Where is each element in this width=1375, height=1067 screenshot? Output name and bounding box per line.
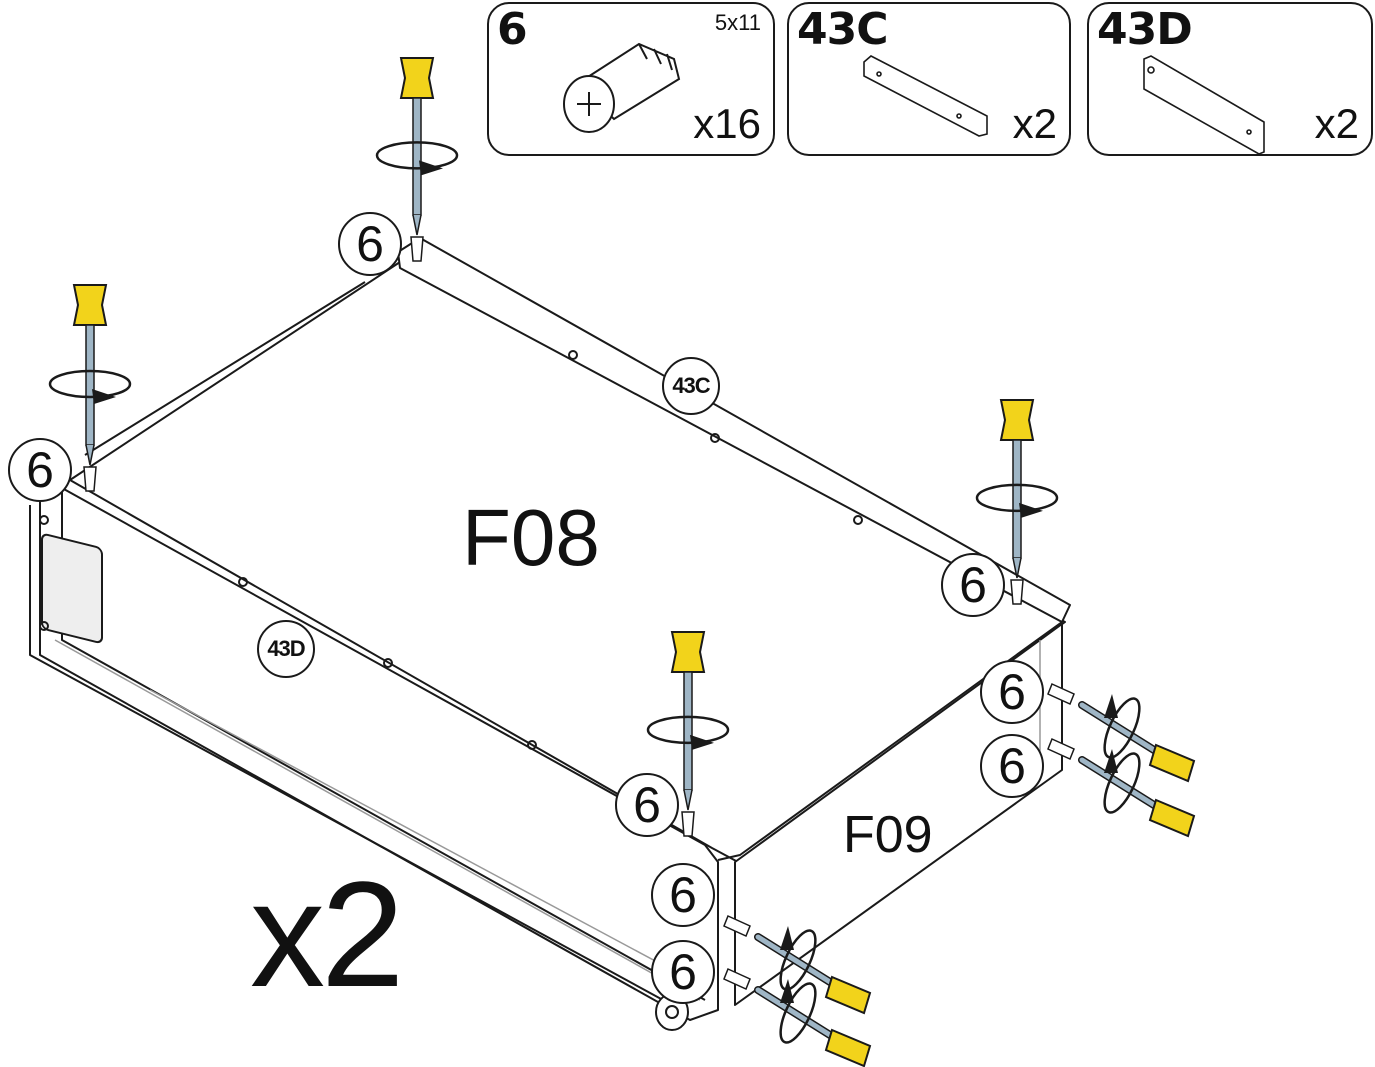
- callout-screw: 6: [941, 553, 1005, 617]
- rotation-arrow-icon: [1103, 749, 1141, 814]
- screw-icon: [563, 42, 681, 133]
- rotation-arrow-icon: [646, 715, 730, 750]
- screwdriver-icon: [670, 631, 706, 837]
- rotation-arrow-group: [48, 141, 1141, 1044]
- panel-label-f09: F09: [843, 806, 933, 864]
- part-id: 6: [497, 4, 528, 55]
- part-qty: x2: [1314, 100, 1359, 147]
- rail-43d: [39, 487, 719, 1021]
- callout-screw: 6: [651, 940, 715, 1004]
- screwdriver-icon: [1047, 682, 1196, 783]
- part-box-43c: 43C x2: [787, 2, 1071, 156]
- callout-screw: 6: [980, 734, 1044, 798]
- rotation-arrow-icon: [1103, 694, 1141, 759]
- callout-43c: 43C: [662, 357, 720, 415]
- callout-screw: 6: [338, 212, 402, 276]
- panel-label-f08: F08: [462, 493, 600, 582]
- part-size: 5x11: [714, 10, 761, 35]
- rotation-arrow-icon: [375, 141, 459, 176]
- panel-f09-outline: [734, 623, 1063, 1006]
- part-qty: x16: [693, 100, 761, 147]
- rotation-arrow-icon: [779, 926, 817, 991]
- screwdriver-icon: [999, 399, 1035, 605]
- screwdriver-icon: [1047, 737, 1196, 838]
- rail-43c-icon: [863, 55, 988, 137]
- screwdriver-icon: [399, 57, 435, 262]
- part-qty: x2: [1012, 100, 1057, 147]
- part-box-6: 6 5x11 x16: [487, 2, 775, 156]
- part-id: 43D: [1097, 4, 1193, 55]
- rotation-arrow-icon: [48, 369, 132, 404]
- callout-screw: 6: [980, 660, 1044, 724]
- callout-43d: 43D: [257, 620, 315, 678]
- callout-screw: 6: [651, 863, 715, 927]
- callout-screw: 6: [8, 438, 72, 502]
- screwdriver-icon: [723, 967, 872, 1067]
- screwdriver-group: [72, 57, 1196, 1067]
- rail-43d-icon: [1143, 55, 1265, 155]
- rotation-arrow-icon: [975, 483, 1059, 518]
- handle-block: [41, 533, 103, 644]
- part-box-43d: 43D x2: [1087, 2, 1373, 156]
- screwdriver-icon: [723, 914, 872, 1015]
- quantity-multiplier: x2: [250, 850, 404, 1018]
- part-id: 43C: [797, 4, 889, 55]
- rotation-arrow-icon: [779, 979, 817, 1044]
- callout-screw: 6: [615, 773, 679, 837]
- screwdriver-icon: [72, 284, 108, 492]
